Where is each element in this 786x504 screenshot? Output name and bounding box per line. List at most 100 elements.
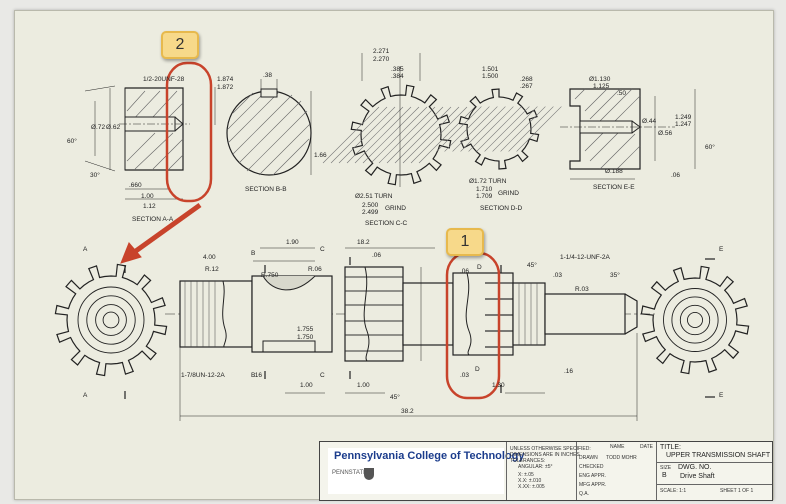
label-section-c: SECTION C-C [365,220,408,227]
cut-d-bottom: D [475,366,480,373]
hatch-line [354,106,412,164]
dim-b: 1.66 [314,152,327,159]
shaft-main-view [124,247,715,421]
dim-e-56: Ø.56 [658,130,672,137]
angle-a: 60° [67,137,77,145]
label-section-d: SECTION D-D [480,205,523,212]
gear-profile [640,265,750,375]
dim-100a: 1.00 [300,382,313,389]
label-section-e: SECTION E-E [593,184,635,191]
cut-b-bottom: B [251,372,255,379]
label-section-b: SECTION B-B [245,186,287,193]
note-7: X.XX: ±.005 [518,484,545,490]
hatch-line [362,106,420,164]
grind-c1: 2.500 [362,202,379,209]
cut-d-top: D [477,264,482,271]
dim-100b: 1.00 [357,382,370,389]
callout-1[interactable]: 1 [446,228,484,256]
logo-sub: PENNSTATE [332,470,368,476]
key-b: .38 [263,72,272,79]
note-6: X.X: ±.010 [518,478,542,484]
cut-c-top: C [320,246,325,253]
callout-arrow [131,202,202,256]
dim-130: 1.30 [492,382,505,389]
dim-e-06: .06 [671,172,680,179]
dim-a-top2: 1.872 [217,84,234,91]
grind-d-label: GRIND [498,190,519,197]
hatch-line [338,106,396,164]
dim-e-top1: Ø1.130 [589,76,611,83]
dim-a3: 1.12 [143,203,156,210]
dim-45b: 45° [390,393,400,401]
dim-e-r1: 1.249 [675,114,692,121]
dim-190: 1.90 [286,239,299,246]
dim-382: 38.2 [401,408,414,415]
sheet-number: SHEET 1 OF 1 [720,488,754,494]
dim-d-top1: 1.501 [482,66,499,73]
dwg-number: Drive Shaft [680,473,715,480]
hub-circle [679,304,711,336]
hatch-line [476,106,522,152]
dim-e-188: Ø.188 [605,168,623,175]
dim-a1: .660 [129,182,142,189]
dim-c-top1: 2.271 [373,48,390,55]
section-b-b [226,79,312,176]
hatch-line [468,106,514,152]
hub-circle [663,288,727,352]
hub-circle [86,295,136,345]
dim-03b: .03 [553,272,562,279]
title-label: TITLE: [660,444,682,451]
note-2: DIMENSIONS ARE IN INCHES [510,452,580,458]
hatch-line [492,106,538,152]
hub-circle [77,286,145,354]
grind-d1: 1.710 [476,186,493,193]
dim-r03: R.03 [575,286,589,293]
dim-c-top2: 2.270 [373,56,390,63]
dim-45a: 45° [527,261,537,269]
note-1: UNLESS OTHERWISE SPECIFIED: [510,446,591,452]
dim-r12: R.12 [205,266,219,273]
key-c2: .384 [391,73,404,80]
note-4: ANGULAR: ±5° [518,464,553,470]
grind-c2: 2.499 [362,209,379,216]
chamfer-a: 30° [90,171,100,179]
dim-06c: .06 [460,268,469,275]
turn-c: Ø2.51 TURN [355,193,393,200]
drawn-by: TODD MOHR [606,455,637,461]
hatch-line [500,106,546,152]
hatch-line [484,106,530,152]
highlight-section-a [165,61,213,203]
thread-a: 1/2-20UNF-28 [143,76,185,83]
hatch-line [402,106,460,164]
key-c1: .385 [391,66,404,73]
hatch-line [418,106,476,164]
cut-c-bottom: C [320,372,325,379]
hatch-line [394,106,452,164]
hatch-line [378,106,436,164]
hub-circle [95,304,127,336]
hatch-line [516,106,562,152]
dim-e-r2: 1.247 [675,121,692,128]
drawing-sheet: 1/2-20UNF-28 1.874 1.872 Ø.72 Ø.62 60° 3… [14,10,774,501]
college-logo: Pennsylvania College of Technology PENNS… [328,448,525,494]
row-eng: ENG APPR. [579,473,606,479]
note-3: TOLERANCES: [510,458,546,464]
hatch-line [410,106,468,164]
dim-a-top1: 1.874 [217,76,234,83]
hatch-line [452,106,498,152]
col-date: DATE [640,444,653,450]
angle-e: 60° [705,143,715,151]
callout-2[interactable]: 2 [161,31,199,59]
thread-left: 1-7/8UN-12-2A [181,372,225,379]
dim-a2: 1.00 [141,193,154,200]
dim-16a: .16 [253,372,262,379]
note-5: X: ±.05 [518,472,534,478]
row-qa: Q.A. [579,491,590,497]
label-section-a: SECTION A-A [132,216,174,223]
dim-400: 4.00 [203,254,216,261]
grind-d2: 1.709 [476,193,493,200]
section-c-c [322,84,476,186]
hatch-line [444,106,490,152]
dim-1755a: 1.755 [297,326,314,333]
cut-a-bottom: A [83,392,88,399]
